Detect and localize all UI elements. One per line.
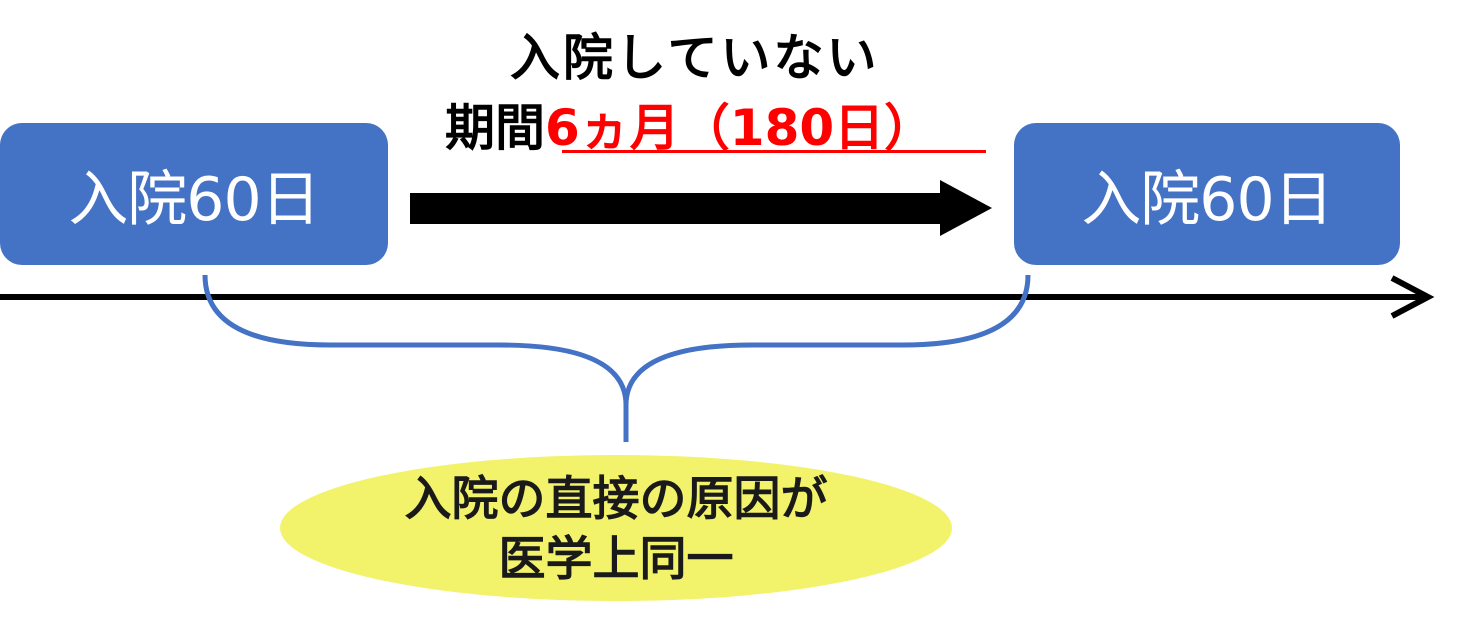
title-period-label: 期間 [445, 99, 545, 157]
ellipse-text-line-1: 入院の直接の原因が [404, 472, 828, 527]
timeline-arrowhead [1390, 275, 1435, 319]
box-left-label: 入院60日 [68, 164, 320, 235]
hospitalization-box-left: 入院60日 [0, 123, 388, 265]
period-arrow [410, 180, 992, 236]
title-line-2: 期間6ヵ月（180日） [445, 88, 934, 160]
title-line-1: 入院していない [510, 29, 880, 87]
highlight-underline [562, 150, 986, 153]
curly-brace [202, 274, 1031, 442]
yellow-ellipse [280, 455, 952, 601]
box-right-label: 入院60日 [1081, 164, 1333, 235]
ellipse-text: 入院の直接の原因が 医学上同一 [280, 470, 952, 590]
hospitalization-box-right: 入院60日 [1014, 123, 1400, 265]
ellipse-text-line-2: 医学上同一 [498, 532, 734, 587]
title-period-highlight: 6ヵ月（180日） [545, 99, 935, 157]
